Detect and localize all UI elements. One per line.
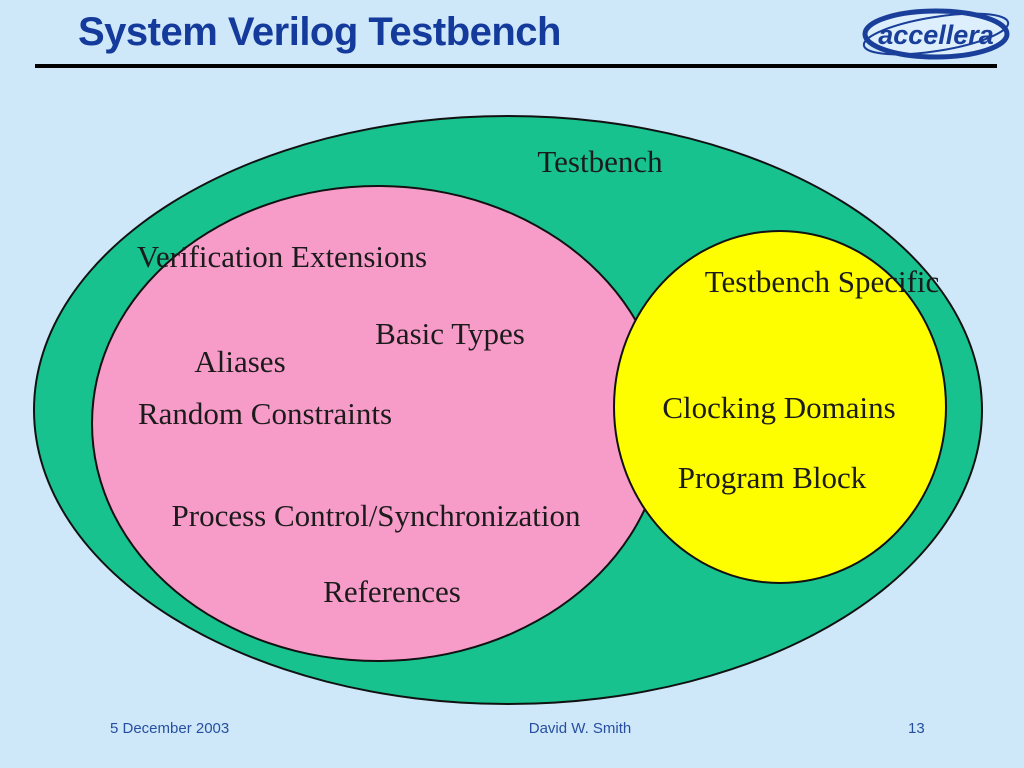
page-title: System Verilog Testbench <box>78 10 561 54</box>
label-references: References <box>323 574 461 609</box>
label-verification-extensions: Verification Extensions <box>136 239 428 274</box>
label-clocking-domains: Clocking Domains <box>662 390 896 425</box>
logo-ellipse-ring <box>862 8 1010 60</box>
label-program-block: Program Block <box>677 460 867 495</box>
label-basic-types: Basic Types <box>375 316 525 351</box>
label-testbench-specific: Testbench Specific <box>704 264 940 299</box>
label-random-constraints: Random Constraints <box>137 396 393 431</box>
footer-page-number: 13 <box>908 720 925 737</box>
logo-orbit-arc <box>862 12 1010 56</box>
verification-extensions-set-ellipse <box>91 185 665 662</box>
logo-text: accellera <box>878 20 994 50</box>
footer-date: 5 December 2003 <box>110 720 230 737</box>
testbench-specific-set-circle <box>613 230 947 584</box>
accellera-logo: accellera <box>862 8 1010 60</box>
title-underline <box>35 64 997 68</box>
label-process-control-synchronization: Process Control/Synchronization <box>171 498 581 533</box>
footer-author: David W. Smith <box>528 720 632 737</box>
label-aliases: Aliases <box>194 344 286 379</box>
label-testbench: Testbench <box>537 144 663 179</box>
